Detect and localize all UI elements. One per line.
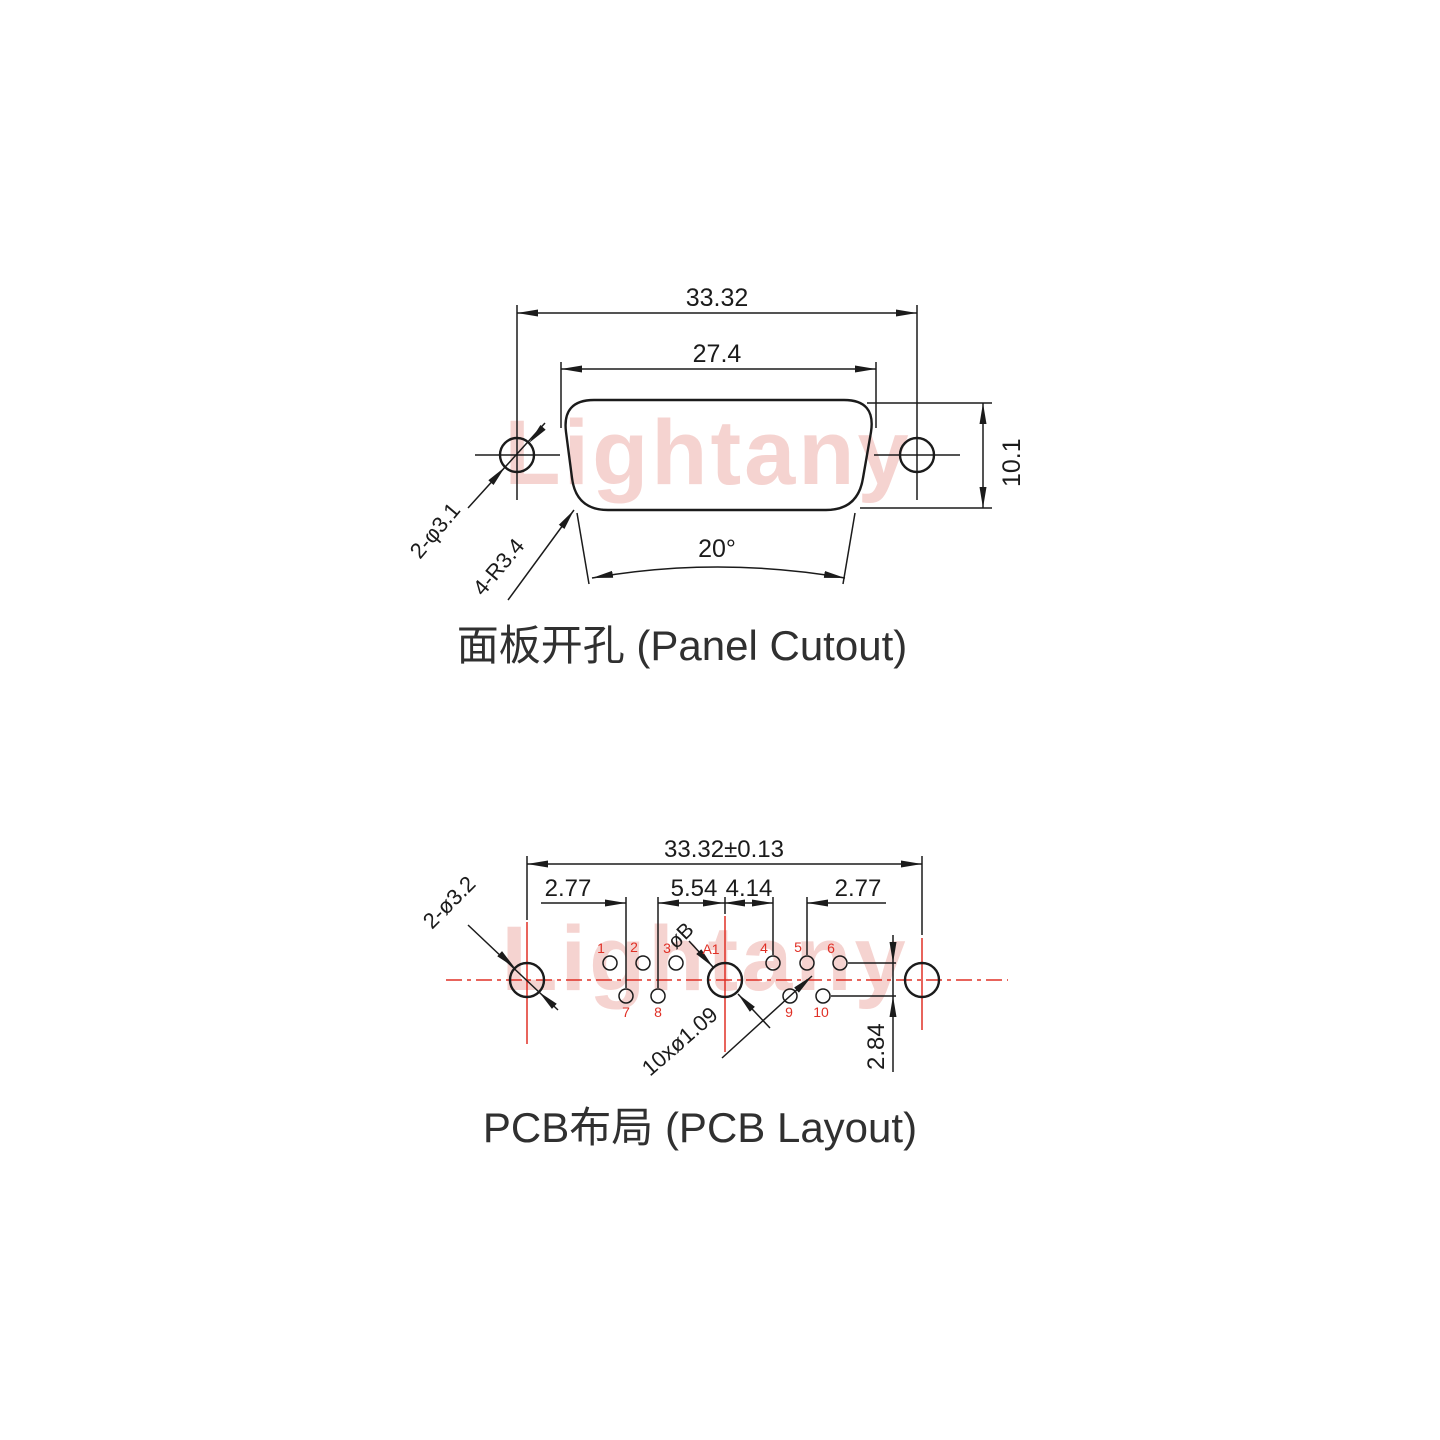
dimension-text: 10.1	[998, 438, 1026, 487]
pcb-extension-lines	[526, 856, 923, 997]
pin-label-4: 4	[760, 940, 768, 956]
pcb-dimension-row-offset: 2.84	[863, 935, 897, 1072]
angle-arc	[591, 566, 846, 579]
pcb-coax-hole-a1	[706, 961, 744, 999]
panel-dimension-outer-width: 33.32	[517, 284, 917, 317]
leader-arrow	[529, 425, 546, 443]
leader-line	[467, 422, 546, 509]
pin-label-a1: A1	[702, 941, 719, 957]
dimension-arrow	[889, 996, 897, 1017]
leader-arrow	[488, 467, 505, 485]
pin-label-10: 10	[813, 1004, 829, 1020]
dimension-text: 33.32	[686, 284, 749, 312]
pin-label-2: 2	[630, 939, 638, 955]
pin-hole-9	[782, 988, 798, 1004]
callout-text: 2-φ3.1	[405, 498, 466, 563]
dimension-arrow	[724, 899, 745, 907]
leader-line	[721, 975, 813, 1059]
callout-text: 4-R3.4	[468, 534, 530, 601]
extension-line	[842, 512, 856, 585]
leader-line	[507, 509, 575, 601]
watermark-top: Lightany	[504, 402, 911, 504]
panel-corner-radius-callout: 4-R3.4	[468, 509, 575, 601]
dimension-arrow	[889, 942, 897, 963]
pin-hole-2	[635, 955, 651, 971]
pin-hole-3	[668, 955, 684, 971]
pin-hole-5	[799, 955, 815, 971]
dimension-text: 2.77	[545, 875, 592, 902]
panel-dimension-height: 10.1	[860, 402, 1026, 509]
pin-label-6: 6	[827, 940, 835, 956]
pin-hole-8	[650, 988, 666, 1004]
leader-line	[688, 940, 714, 968]
pin-hole-1	[602, 955, 618, 971]
dimension-text: 4.14	[726, 875, 773, 902]
pin-label-1: 1	[597, 940, 605, 956]
panel-dimension-inner-width: 27.4	[560, 340, 877, 428]
pcb-mount-hole-left	[508, 961, 546, 999]
pin-label-5: 5	[794, 939, 802, 955]
dimension-text: 2.77	[835, 875, 882, 902]
dimension-text: 27.4	[693, 340, 742, 368]
pin-label-3: 3	[663, 940, 671, 956]
panel-mount-hole-left	[475, 305, 560, 500]
leader-arrow	[497, 951, 515, 968]
dimension-text: 33.32±0.13	[664, 836, 784, 863]
pcb-pin-holes	[602, 955, 848, 1004]
panel-dimension-angle: 20°	[576, 512, 856, 585]
pin-label-7: 7	[622, 1004, 630, 1020]
leader-arrow	[539, 992, 557, 1009]
pcb-pin-labels: 1 2 3 A1 4 5 6 7 8 9 10	[597, 939, 835, 1020]
pin-hole-6	[832, 955, 848, 971]
pin-label-9: 9	[785, 1004, 793, 1020]
pcb-layout-title: PCB布局 (PCB Layout)	[483, 1104, 917, 1151]
callout-text: 2-ø3.2	[418, 871, 481, 934]
pin-hole-4	[765, 955, 781, 971]
pcb-dimension-outer-width: 33.32±0.13	[527, 836, 922, 868]
dimension-arrow	[703, 899, 724, 907]
callout-text: 10xø1.09	[637, 1002, 723, 1081]
panel-cutout-title: 面板开孔 (Panel Cutout)	[457, 622, 907, 669]
extension-line	[576, 512, 590, 585]
dsub-cutout-outline	[564, 398, 873, 512]
pin-label-8: 8	[654, 1004, 662, 1020]
pin-hole-10	[815, 988, 831, 1004]
leader-line	[737, 993, 771, 1029]
pin-hole-7	[618, 988, 634, 1004]
pcb-pitch-dimensions: 2.77 5.54 4.14 2.77	[541, 875, 886, 907]
dimension-text: 2.84	[863, 1023, 890, 1070]
dimension-text: 20°	[698, 535, 736, 563]
dimension-text: 5.54	[671, 875, 718, 902]
pcb-mount-hole-right	[903, 961, 941, 999]
